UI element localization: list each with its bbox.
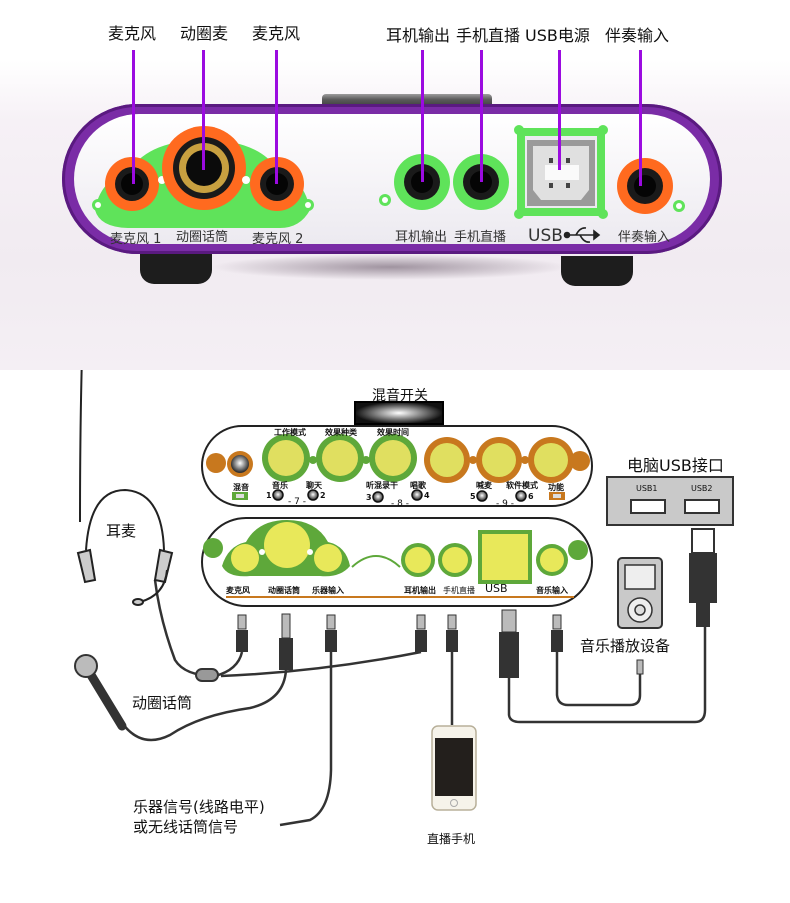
port-label-instrument: 乐器输入 — [312, 586, 344, 595]
button-num-2: 2 — [320, 491, 326, 500]
mix-switch — [354, 401, 444, 425]
dynamic-port — [264, 522, 310, 568]
mic-port — [231, 544, 259, 572]
group-8: - 8 - — [391, 499, 409, 509]
callout-mic2: 麦克风 — [252, 24, 301, 43]
device-foot-right — [561, 256, 633, 286]
callout-line-usb — [558, 50, 561, 170]
port-label-usb: USB — [485, 582, 508, 595]
port-label-dynamic: 动圈话筒 — [268, 586, 300, 595]
group-9: - 9 - — [496, 499, 514, 509]
instrument-label-line2: 或无线话筒信号 — [133, 818, 239, 836]
headset-label: 耳麦 — [106, 522, 137, 540]
headset-icon — [76, 370, 174, 606]
port-label-phone-live: 手机直播 — [443, 586, 475, 595]
dynamic-mic-label: 动圈话筒 — [132, 694, 193, 712]
panel-label-usb: USB — [528, 226, 563, 246]
port-label-mic: 麦克风 — [226, 586, 250, 595]
phone-label: 直播手机 — [427, 832, 476, 846]
group-7: - 7 - — [288, 497, 306, 507]
callout-line-mic2 — [275, 50, 278, 184]
panel-label-mic1: 麦克风 1 — [110, 232, 162, 247]
front-panel-ports — [92, 125, 685, 243]
headset-splitter — [195, 668, 219, 682]
panel-label-mic2: 麦克风 2 — [252, 232, 304, 247]
usb1-socket — [630, 499, 666, 514]
plugs — [236, 609, 563, 678]
callout-phone-live: 手机直播 — [456, 26, 521, 45]
callout-line-mic1 — [132, 50, 135, 184]
button-label-chat: 聊天 — [306, 481, 322, 490]
button-num-1: 1 — [266, 491, 272, 500]
knob-label-effect-time: 效果时间 — [377, 428, 409, 437]
instrument-label-line1: 乐器信号(线路电平) — [133, 798, 265, 816]
orange-dot — [206, 453, 226, 473]
usb1-label: USB1 — [636, 484, 658, 493]
callout-line-phone-live — [480, 50, 483, 182]
button-label-music: 音乐 — [272, 481, 288, 490]
callout-line-dynamic — [202, 50, 205, 170]
usb-symbol-icon — [563, 227, 601, 243]
callout-dynamic-mic: 动圈麦 — [180, 24, 229, 43]
panel-label-phone-live: 手机直播 — [454, 230, 507, 245]
pc-usb-title: 电脑USB接口 — [627, 456, 724, 475]
mix-label: 混音 — [233, 483, 249, 492]
usb-port — [478, 530, 532, 584]
orange-knobs — [424, 437, 590, 483]
diagram-graphics — [74, 370, 734, 827]
panel-label-dynamic: 动圈话筒 — [176, 230, 229, 245]
port-label-music-in: 音乐输入 — [536, 586, 568, 595]
button-label-shout: 喊麦 — [476, 481, 492, 490]
instrument-port — [314, 544, 342, 572]
dynamic-mic-icon — [74, 654, 127, 731]
function-label: 功能 — [548, 483, 564, 492]
button-label-software: 软件模式 — [506, 481, 538, 490]
knob-label-effect-type: 效果种类 — [325, 428, 357, 437]
panel-label-headphone: 耳机输出 — [395, 230, 448, 245]
mix-switch-label: 混音开关 — [372, 388, 428, 404]
callout-accomp-in: 伴奏输入 — [605, 26, 670, 45]
button-num-5: 5 — [470, 492, 476, 501]
button-label-sing: 唱歌 — [410, 481, 426, 490]
callout-mic1: 麦克风 — [108, 24, 157, 43]
callout-headphone-out: 耳机输出 — [386, 26, 451, 45]
button-num-3: 3 — [366, 493, 372, 502]
usb-a-plug — [691, 528, 715, 554]
panel-label-accomp: 伴奏输入 — [618, 230, 671, 245]
callout-usb-power: USB电源 — [525, 26, 590, 45]
callout-line-headphone — [421, 50, 424, 182]
green-knobs — [262, 434, 417, 482]
usb2-label: USB2 — [691, 484, 713, 493]
callout-line-accomp — [639, 50, 642, 186]
device-shadow — [210, 254, 570, 280]
port-label-headphone: 耳机输出 — [404, 586, 436, 595]
button-num-4: 4 — [424, 491, 430, 500]
button-label-monitor: 听混录干 — [366, 481, 398, 490]
mode-buttons — [272, 489, 527, 503]
phone-icon — [431, 725, 477, 811]
knob-label-work-mode: 工作模式 — [274, 428, 306, 437]
usb2-socket — [684, 499, 720, 514]
music-player-label: 音乐播放设备 — [580, 637, 671, 655]
button-num-6: 6 — [528, 492, 534, 501]
device-foot-left — [140, 254, 212, 284]
